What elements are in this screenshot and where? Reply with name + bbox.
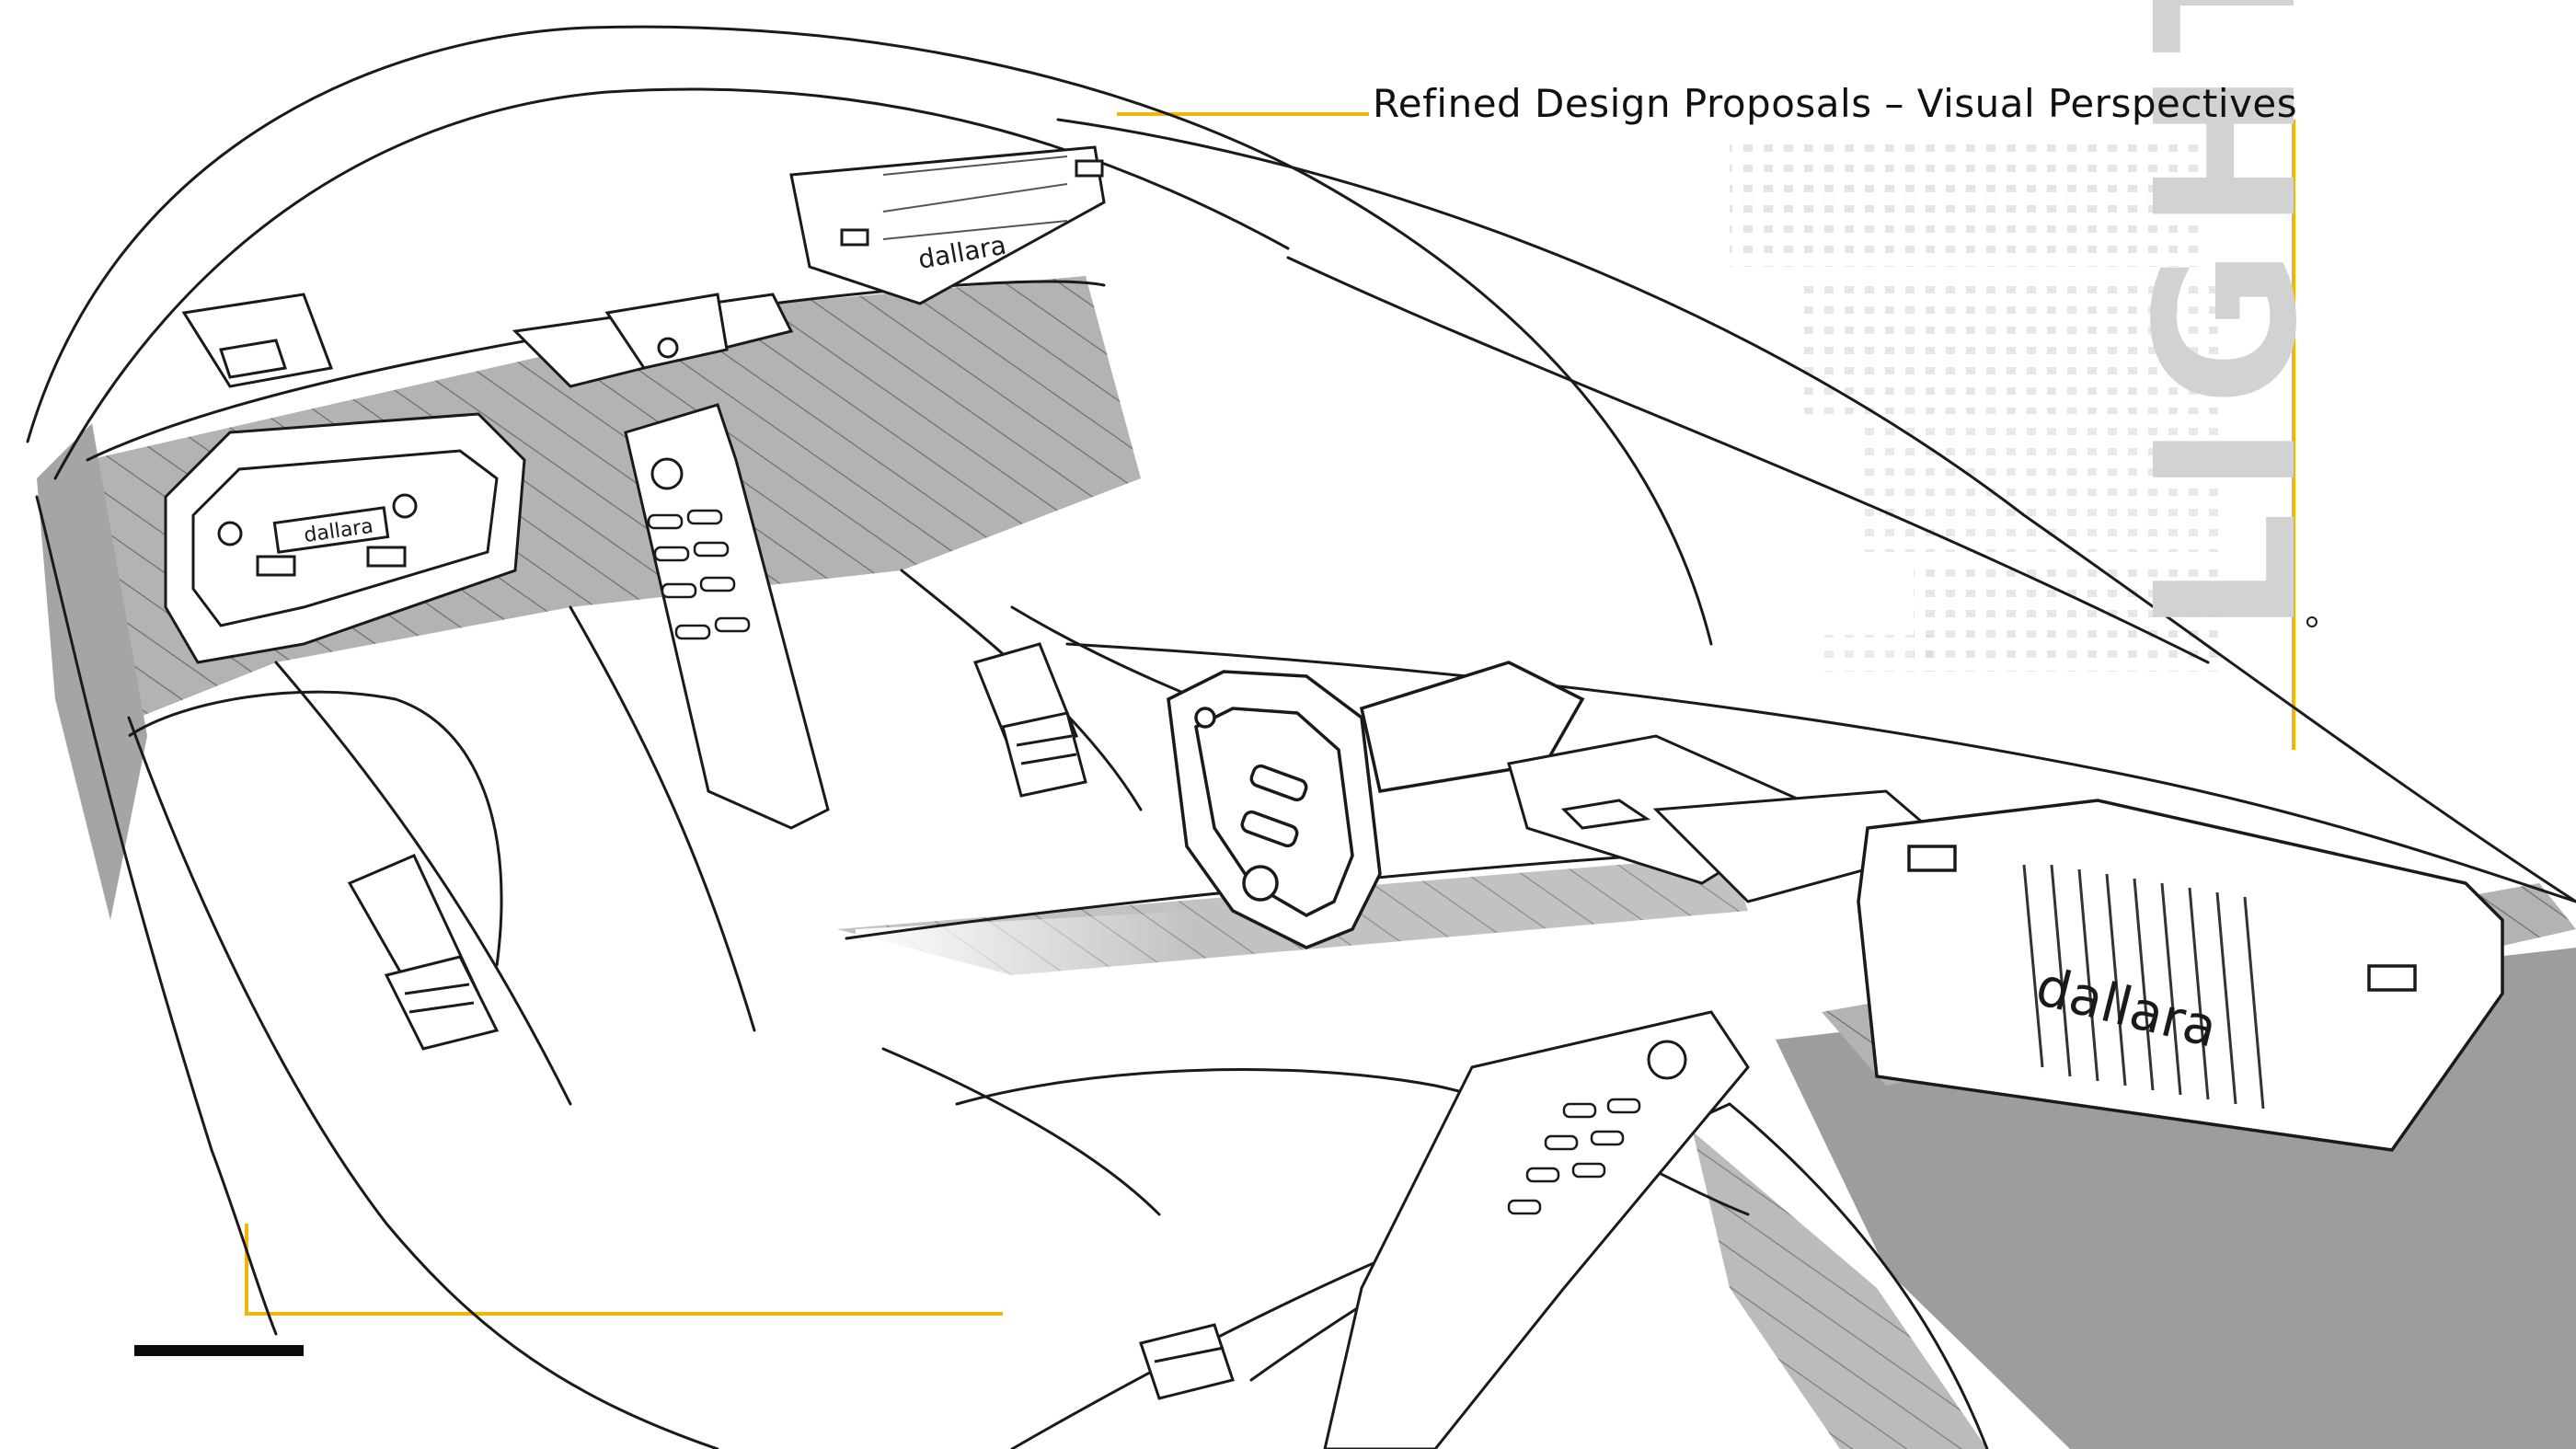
console-right (1323, 1010, 1750, 1449)
rear-panel-top: dallara (789, 145, 1106, 305)
roll-hoop (181, 293, 794, 388)
console-left (624, 403, 830, 830)
pixel-texture (1730, 138, 2226, 672)
dash-arm-right (1507, 734, 1954, 903)
rear-panel-right: dallara (1857, 799, 2504, 1152)
seat-left (128, 690, 503, 1051)
steering-wheel-left: dallara (164, 412, 526, 664)
detail-mark (2306, 616, 2317, 627)
page-title: Refined Design Proposals – Visual Perspe… (1373, 81, 2298, 126)
seat-right (972, 642, 1235, 1400)
scale-bar (134, 1345, 304, 1356)
